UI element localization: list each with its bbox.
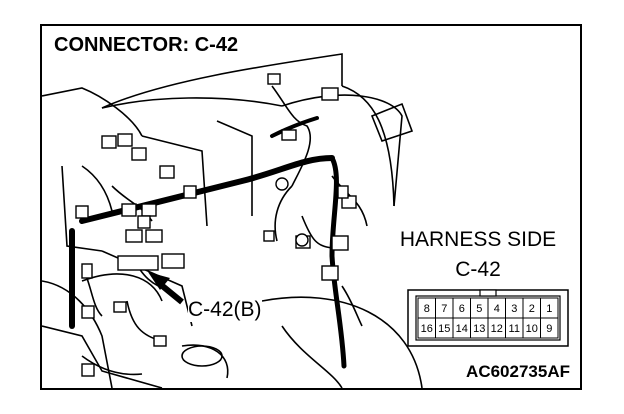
harness-side-label: HARNESS SIDE — [386, 228, 570, 252]
pin-number: 4 — [494, 303, 500, 315]
pin-number: 16 — [421, 323, 433, 335]
pin-number: 11 — [509, 323, 520, 335]
pin-number: 6 — [459, 303, 465, 315]
callout-label: C-42(B) — [188, 298, 262, 322]
pin-cell — [540, 317, 559, 339]
pin-number: 13 — [473, 323, 485, 335]
branch-wires — [81, 85, 368, 376]
pin-number: 5 — [476, 303, 482, 315]
callout-arrow — [148, 272, 184, 305]
pin-number: 15 — [438, 323, 450, 335]
pin-number: 3 — [511, 303, 517, 315]
connector-blocks — [75, 73, 357, 377]
connector-name-label: C-42 — [455, 258, 501, 281]
pin-number: 10 — [526, 323, 538, 335]
pin-number: 1 — [546, 303, 552, 315]
pin-number: 9 — [546, 323, 552, 335]
pin-number: 12 — [491, 323, 503, 335]
pin-number: 8 — [424, 303, 430, 315]
pin-number: 7 — [441, 303, 447, 315]
pin-number: 14 — [456, 323, 468, 335]
figure-code: AC602735AF — [466, 362, 570, 381]
page-title: CONNECTOR: C-42 — [50, 34, 243, 57]
vehicle-body-outline — [42, 53, 423, 388]
pin-number: 2 — [529, 303, 535, 315]
